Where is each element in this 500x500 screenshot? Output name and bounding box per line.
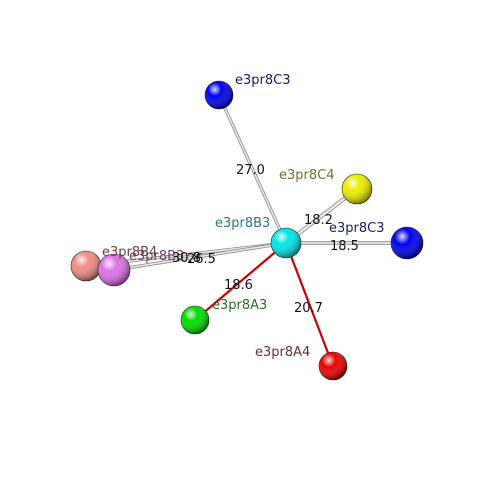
distance-label-right-blue: 18.5 bbox=[330, 239, 359, 254]
atom-right-blue bbox=[390, 226, 424, 260]
atom-red bbox=[318, 351, 348, 381]
atom-top-blue bbox=[204, 80, 234, 110]
atom-labels: e3pr8C3 e3pr8C4 e3pr8C3 e3pr8A4 e3pr8A3 e3pr8… bbox=[102, 73, 385, 360]
distance-label-red: 20.7 bbox=[294, 301, 323, 316]
atom-label-right-blue: e3pr8C3 bbox=[329, 221, 385, 236]
distance-label-yellow: 18.2 bbox=[304, 213, 333, 228]
bond-top-blue bbox=[218, 94, 287, 244]
atom-violet bbox=[97, 253, 131, 287]
atom-label-center: e3pr8B3 bbox=[215, 216, 270, 231]
atom-label-top-blue: e3pr8C3 bbox=[235, 73, 291, 88]
distance-label-violet: 26.5 bbox=[187, 252, 216, 267]
atom-label-red: e3pr8A4 bbox=[255, 345, 310, 360]
atom-yellow bbox=[341, 173, 373, 205]
atom-green bbox=[180, 305, 210, 335]
atom-label-green: e3pr8A3 bbox=[212, 298, 267, 313]
atom-label-salmon: e3pr8B4 bbox=[102, 245, 157, 260]
distance-label-green: 18.6 bbox=[224, 278, 253, 293]
bond-red bbox=[284, 241, 335, 368]
atom-spheres bbox=[70, 80, 424, 381]
distance-label-top-blue: 27.0 bbox=[236, 163, 265, 178]
bond-green bbox=[193, 241, 288, 322]
atom-center bbox=[270, 227, 302, 259]
atom-salmon bbox=[70, 250, 102, 282]
atom-label-yellow: e3pr8C4 bbox=[279, 168, 335, 183]
atom-label-violet: e3pr8B3 bbox=[129, 249, 184, 264]
bond-violet bbox=[113, 242, 287, 271]
distance-labels: 27.0 18.2 18.5 20.7 18.6 30.826.5 bbox=[172, 163, 359, 316]
distance-label-salmon: 30.8 bbox=[172, 251, 201, 266]
